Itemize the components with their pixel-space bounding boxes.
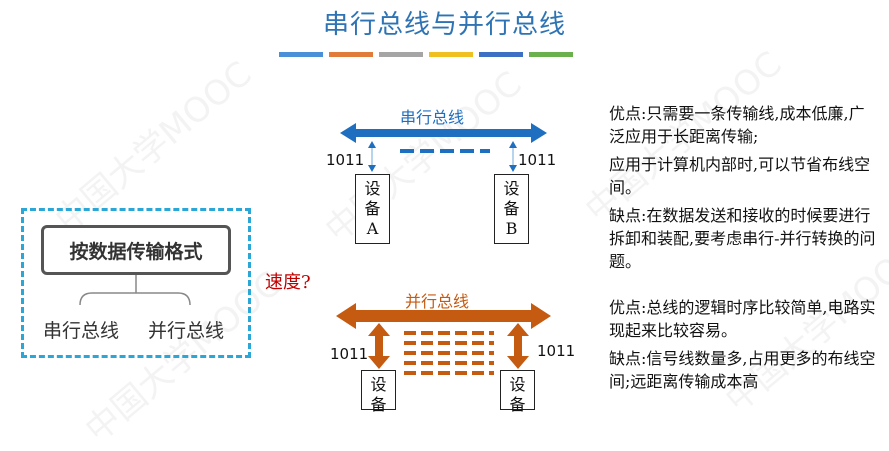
classification-parallel: 并行总线 <box>148 320 225 342</box>
serial-right-connector-arrowhead <box>509 141 517 148</box>
classification-serial: 串行总线 <box>43 320 120 342</box>
parallel-device-a: 设备 <box>361 370 396 414</box>
serial-bus-label: 串行总线 <box>400 108 465 127</box>
parallel-advantages: 优点:总线的逻辑时序比较简单,电路实现起来比较容易。 <box>609 298 876 340</box>
title-underline-segment <box>379 52 423 57</box>
serial-description: 优点:只需要一条传输线,成本低廉,广泛应用于长距离传输; 应用于计算机内部时,可… <box>609 102 877 278</box>
classification-root: 按数据传输格式 <box>41 225 231 275</box>
page-title: 串行总线与并行总线 <box>322 10 566 40</box>
parallel-disadvantages: 缺点:信号线数量多,占用更多的布线空间;远距离传输成本高 <box>609 349 876 391</box>
serial-disadvantages: 缺点:在数据发送和接收的时候要进行拆卸和装配,要考虑串行-并行转换的问题。 <box>609 206 876 271</box>
serial-bus-arrow <box>340 123 547 143</box>
parallel-device-b-label: 设备 <box>509 375 526 414</box>
serial-right-connector-arrowhead <box>509 165 517 172</box>
title-underline-segment <box>479 52 523 57</box>
speed-question: 速度? <box>265 272 311 293</box>
parallel-bus-label: 并行总线 <box>405 292 470 311</box>
parallel-left-transfer-arrow <box>368 323 390 369</box>
tree-connectors <box>79 275 191 306</box>
classification-frame <box>21 208 251 358</box>
serial-left-connector-arrowhead <box>368 141 376 148</box>
parallel-device-a-label: 设备 <box>370 375 387 414</box>
serial-data-left: 1011 <box>326 151 365 169</box>
tree-branch <box>79 292 191 306</box>
title-underline-segment <box>529 52 573 57</box>
title-underline-segment <box>329 52 373 57</box>
parallel-bus-arrow <box>336 303 551 329</box>
parallel-bus-diagram <box>336 303 551 375</box>
serial-left-connector-arrowhead <box>368 165 376 172</box>
serial-application: 应用于计算机内部时,可以节省布线空间。 <box>609 155 871 197</box>
parallel-data-right: 1011 <box>537 342 576 360</box>
serial-advantages: 优点:只需要一条传输线,成本低廉,广泛应用于长距离传输; <box>609 104 865 146</box>
parallel-description: 优点:总线的逻辑时序比较简单,电路实现起来比较容易。 缺点:信号线数量多,占用更… <box>609 296 877 398</box>
serial-data-right: 1011 <box>518 151 557 169</box>
title-underline-segment <box>279 52 323 57</box>
serial-bus-diagram <box>340 123 547 172</box>
parallel-data-left: 1011 <box>330 345 369 363</box>
parallel-right-transfer-arrow <box>507 323 529 369</box>
parallel-device-b: 设备 <box>500 370 535 414</box>
title-underline-segment <box>429 52 473 57</box>
